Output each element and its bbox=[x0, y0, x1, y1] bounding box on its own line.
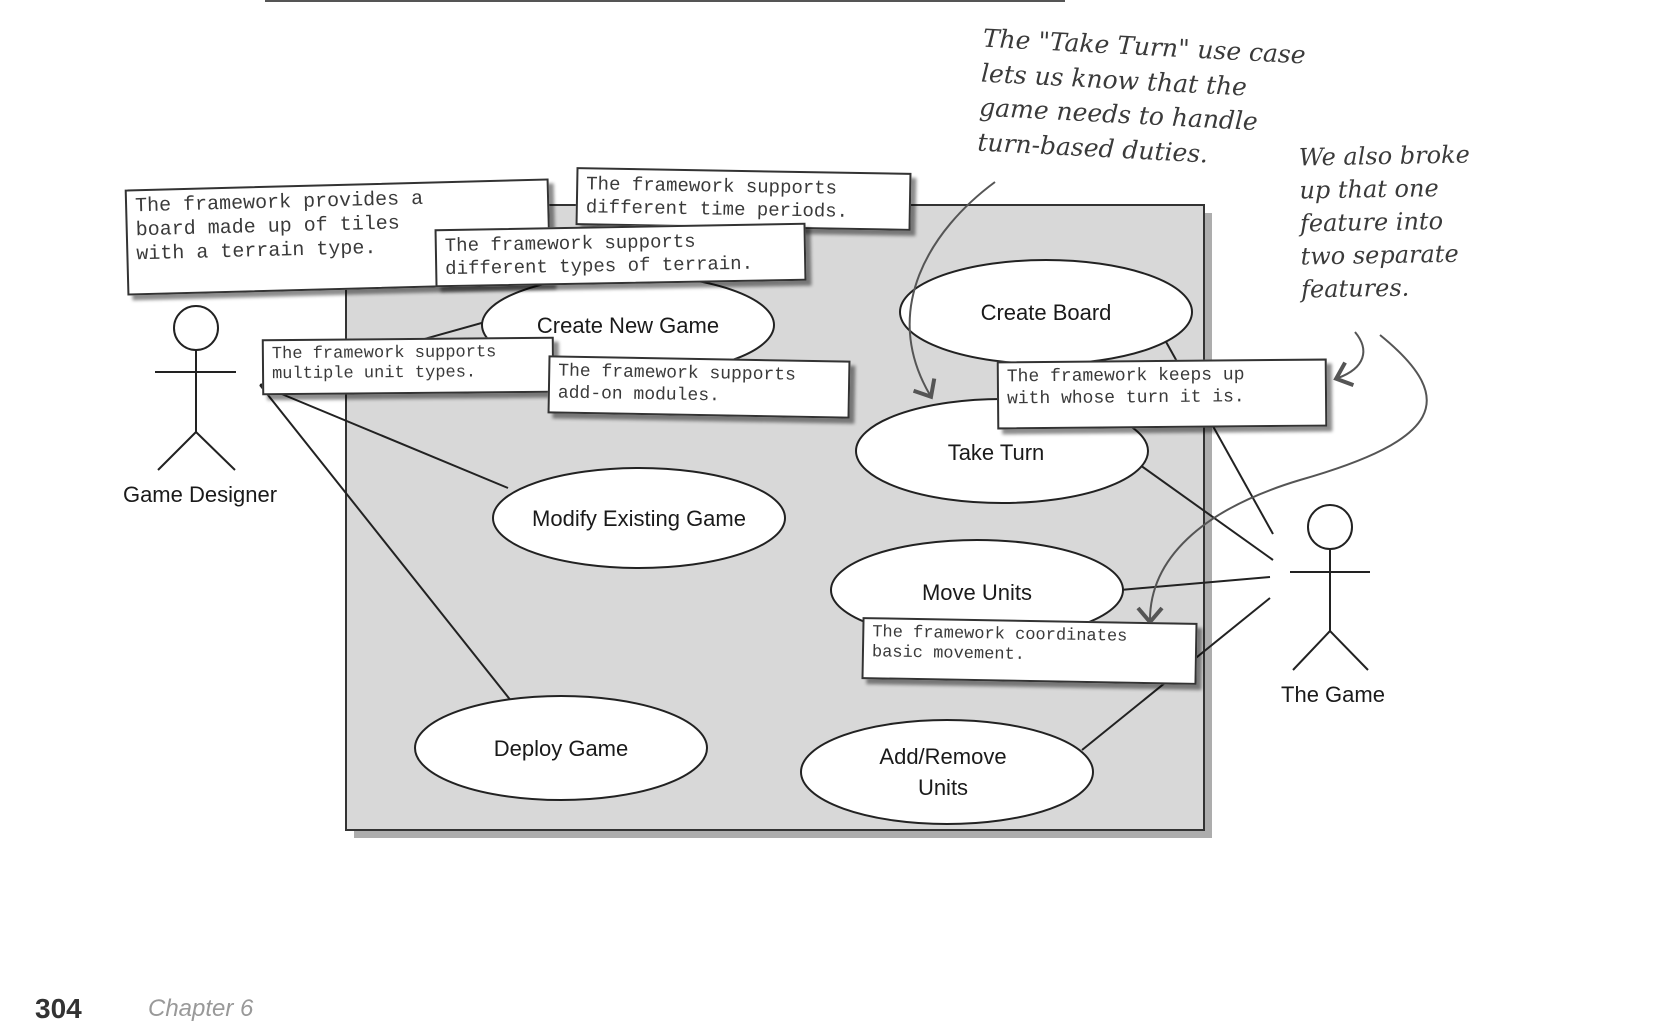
use-case-label: Move Units bbox=[922, 580, 1032, 605]
annotation-take-turn: The "Take Turn" use case lets us know th… bbox=[976, 23, 1307, 169]
annotation-broke-up: We also broke up that one feature into t… bbox=[1298, 140, 1471, 304]
annotation-arrow-movement-note bbox=[1136, 334, 1428, 626]
assoc-game-take-turn bbox=[1139, 464, 1274, 561]
use-case-label: Units bbox=[918, 775, 968, 800]
actor-head-icon bbox=[1307, 504, 1353, 550]
top-rule bbox=[265, 0, 1065, 2]
chapter-label: Chapter 6 bbox=[148, 995, 254, 1022]
assoc-game-move-units bbox=[1119, 576, 1271, 591]
use-case-label: Create Board bbox=[981, 300, 1112, 325]
assoc-designer-deploy-game bbox=[259, 384, 513, 703]
use-case-label: Modify Existing Game bbox=[532, 506, 746, 531]
use-case-deploy-game: Deploy Game bbox=[414, 695, 708, 801]
note-addon-modules: The framework supports add-on modules. bbox=[547, 355, 851, 419]
use-case-modify-existing-game: Modify Existing Game bbox=[492, 467, 786, 569]
use-case-label: Deploy Game bbox=[494, 736, 629, 761]
annotation-arrow-take-turn bbox=[908, 181, 996, 400]
assoc-designer-modify-game bbox=[259, 384, 509, 489]
annotation-arrow-turn-note bbox=[1333, 331, 1365, 387]
actor-head-icon bbox=[173, 305, 219, 351]
note-unit-types: The framework supports multiple unit typ… bbox=[261, 336, 555, 396]
use-case-label: Take Turn bbox=[948, 440, 1045, 465]
note-whose-turn: The framework keeps up with whose turn i… bbox=[996, 358, 1328, 430]
actor-game-designer: Game Designer bbox=[123, 305, 277, 507]
use-case-label: Add/Remove bbox=[879, 744, 1006, 769]
use-case-add-remove-units: Add/Remove Units bbox=[800, 719, 1094, 825]
note-terrain-types: The framework supports different types o… bbox=[434, 222, 807, 288]
actor-label: The Game bbox=[1281, 682, 1385, 707]
use-case-label: Create New Game bbox=[537, 313, 719, 338]
note-basic-movement: The framework coordinates basic movement… bbox=[861, 617, 1198, 685]
page-number: 304 bbox=[35, 993, 82, 1024]
note-time-periods: The framework supports different time pe… bbox=[575, 167, 912, 231]
use-case-create-board: Create Board bbox=[899, 259, 1193, 365]
actor-label: Game Designer bbox=[123, 482, 277, 507]
actor-the-game: The Game bbox=[1281, 504, 1385, 707]
